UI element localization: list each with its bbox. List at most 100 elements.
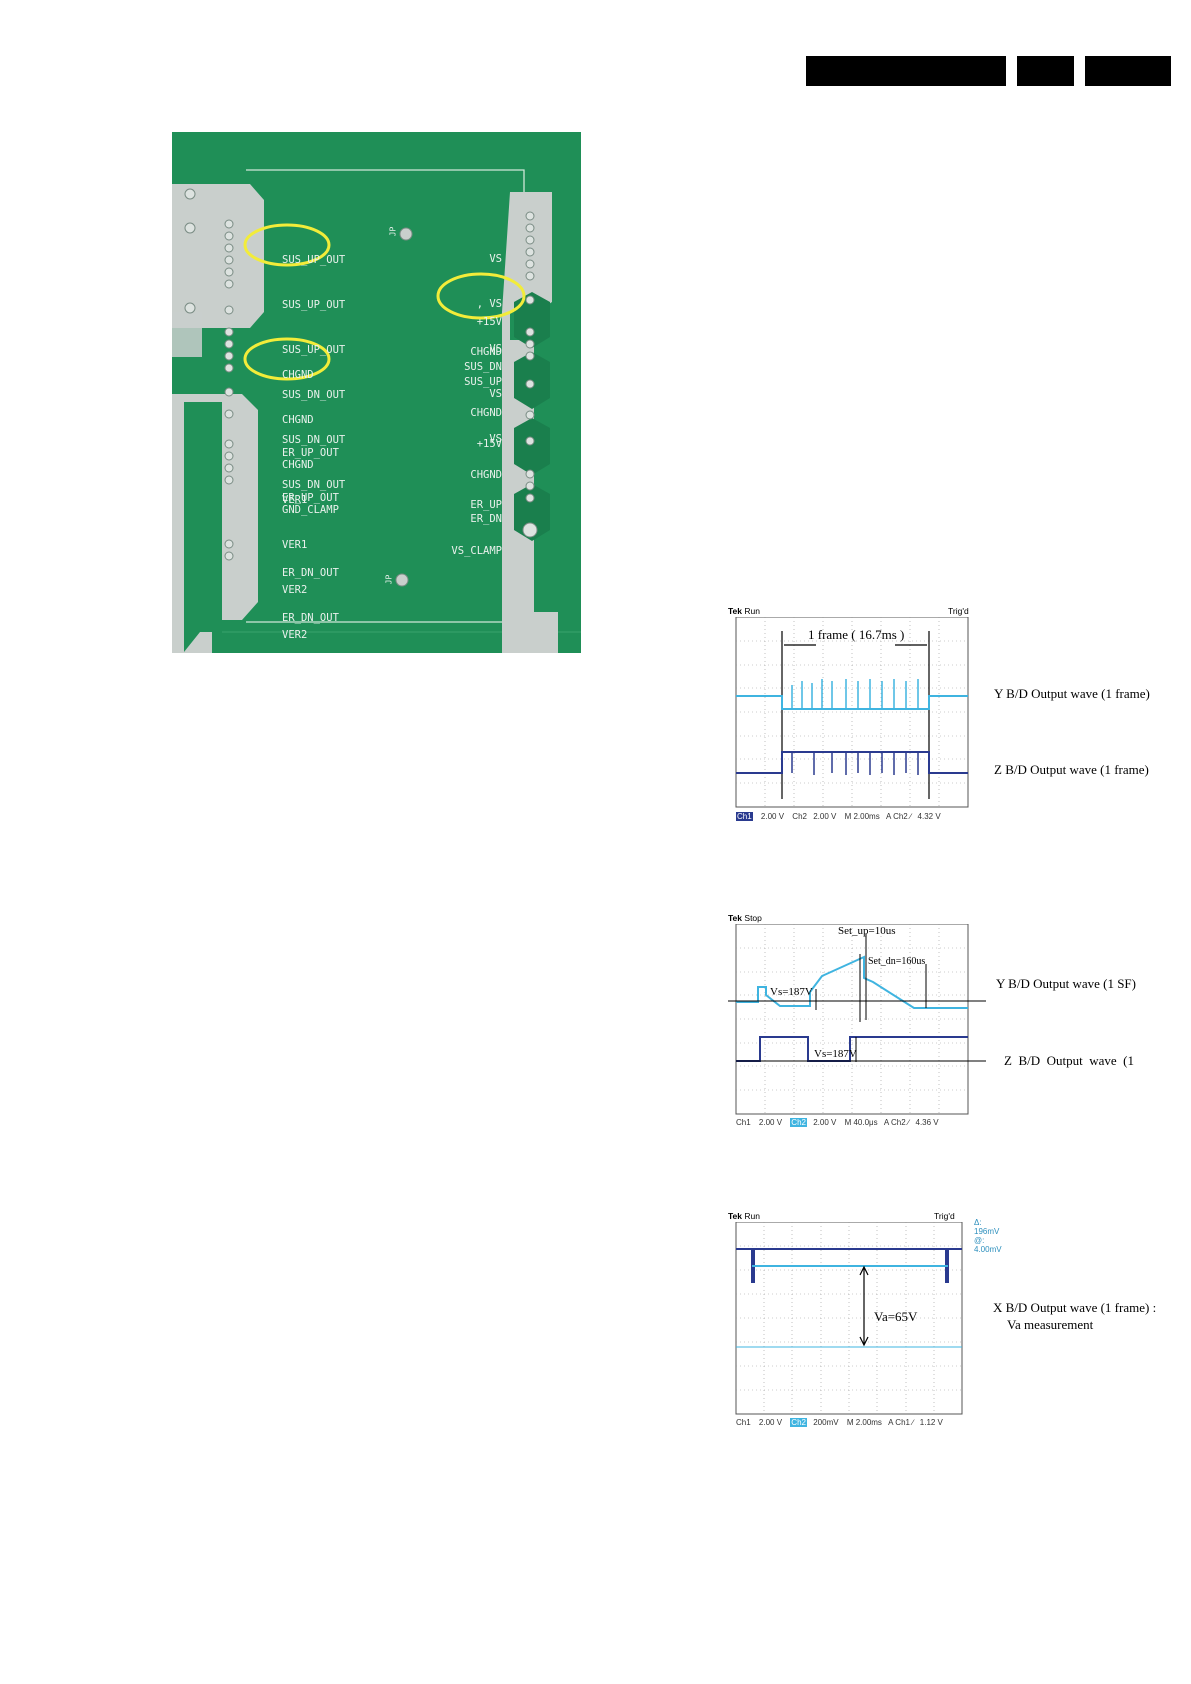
scope-2-vs-y-annotation: Vs=187V <box>770 986 813 998</box>
silk-er-up-group: ER_UP_OUT ER_UP_OUT <box>282 416 339 536</box>
scope-ch2-volts: 2.00 V <box>813 812 837 821</box>
cursor-at: @: 4.00mV <box>974 1236 1002 1254</box>
scope-ch1: Ch1 <box>736 812 753 821</box>
scope-1: Tek Run Trig'd <box>728 606 988 828</box>
scope-ch1-volts: 2.00 V <box>760 812 785 821</box>
silk-label: VER2 <box>282 629 308 641</box>
silk-ver-group: VER1 VER1 VER2 VER2 <box>282 463 307 653</box>
scope-level: 4.36 V <box>915 1118 939 1127</box>
cursor-delta: Δ: 196mV <box>974 1218 1000 1236</box>
silk-vs-group: VS , VS VS VS VS <box>462 222 502 477</box>
silk-er-up: ER_UP <box>470 499 502 511</box>
silk-label: ER_DN_OUT <box>282 612 339 624</box>
silk-label: VS <box>489 343 502 355</box>
scope-1-label-z: Z B/D Output wave (1 frame) <box>994 762 1149 777</box>
scope-level: 1.12 V <box>919 1418 943 1427</box>
silk-label: SUS_UP_OUT <box>282 299 346 311</box>
silk-label: ER_UP_OUT <box>282 447 339 459</box>
silk-jp-bottom: JP <box>384 574 394 585</box>
pcb-photo: SUS_UP_OUT SUS_UP_OUT SUS_UP_OUT SUS_DN_… <box>172 132 581 653</box>
silk-label: VER1 <box>282 494 308 506</box>
silk-jp-top: JP <box>388 226 398 237</box>
silk-label: CHGND <box>282 414 314 426</box>
scope-brand: Tek <box>728 1211 743 1221</box>
scope-3: Tek Run Trig'd Δ: 196mV @: 4.00mV Va=65V… <box>728 1211 1002 1433</box>
scope-1-screen <box>735 617 969 808</box>
scope-brand: Tek <box>728 913 743 923</box>
silk-sus-up: SUS_UP <box>464 376 502 388</box>
header-bar-3 <box>1085 56 1171 86</box>
scope-2-label-y: Y B/D Output wave (1 SF) <box>996 976 1136 991</box>
silk-label: VS <box>489 253 502 265</box>
scope-3-cursor: Δ: 196mV @: 4.00mV <box>974 1218 1002 1254</box>
scope-timebase: M 2.00ms <box>844 812 880 821</box>
scope-2-vs-z-annotation: Vs=187V <box>814 1048 857 1060</box>
silk-label: CHGND <box>282 369 314 381</box>
scope-2-screen <box>728 924 986 1115</box>
scope-2: Tek Stop Set_up=10us Set_dn=160us Vs=187… <box>728 913 988 1135</box>
silk-chgnd-c: CHGND <box>470 469 502 481</box>
scope-ch1-volts: 2.00 V <box>758 1418 783 1427</box>
scope-level: 4.32 V <box>917 812 941 821</box>
scope-3-va-annotation: Va=65V <box>874 1309 918 1324</box>
scope-ch2: Ch2 <box>790 1118 807 1127</box>
scope-ch2: Ch2 <box>792 812 807 821</box>
silk-label: ER_DN_OUT <box>282 567 339 579</box>
scope-state: Run <box>744 1211 760 1221</box>
silk-label: VS <box>489 433 502 445</box>
silk-sus-group: SUS_UP_OUT SUS_UP_OUT SUS_UP_OUT SUS_DN_… <box>282 223 345 523</box>
silk-label: VER1 <box>282 539 308 551</box>
scope-1-header: Tek Run Trig'd <box>728 606 978 616</box>
scope-ch1: Ch1 <box>736 1118 751 1127</box>
scope-2-header: Tek Stop <box>728 913 978 923</box>
scope-3-header: Tek Run Trig'd <box>728 1211 978 1221</box>
silk-sus-dn: SUS_DN <box>464 361 502 373</box>
scope-2-setdn-annotation: Set_dn=160us <box>868 956 926 967</box>
scope-1-label-y: Y B/D Output wave (1 frame) <box>994 686 1150 701</box>
silk-er-dn: ER_DN <box>470 513 502 525</box>
scope-trigger: A Ch2 ∕ <box>883 1118 910 1127</box>
scope-state: Stop <box>744 913 762 923</box>
scope-1-frame-annotation: 1 frame ( 16.7ms ) <box>808 627 905 642</box>
scope-ch2-volts: 200mV <box>813 1418 839 1427</box>
silk-label: ER_UP_OUT <box>282 492 339 504</box>
scope-2-label-z: Z B/D Output wave (1 <box>1004 1053 1134 1068</box>
silk-p15v-b: +15V <box>476 438 502 450</box>
silk-label: SUS_UP_OUT <box>282 254 346 266</box>
scope-state: Run <box>744 606 760 616</box>
pcb-artwork <box>172 169 581 653</box>
scope-trigger: A Ch1 ∕ <box>888 1418 914 1427</box>
scope-3-label-va: Va measurement <box>1007 1317 1094 1332</box>
scope-3-status: Ch1 2.00 V Ch2 200mV M 2.00ms A Ch1 ∕ 1.… <box>736 1418 976 1427</box>
silk-chgnd-a: CHGND <box>470 346 502 358</box>
scope-3-label-x: X B/D Output wave (1 frame) : <box>993 1300 1157 1315</box>
silk-label: SUS_DN_OUT <box>282 434 346 446</box>
header-bar-1 <box>806 56 1006 86</box>
silk-chgnd-group: CHGND CHGND CHGND GND_CLAMP <box>282 338 339 548</box>
scope-timebase: M 2.00ms <box>846 1418 882 1427</box>
scope-timebase: M 40.0μs <box>844 1118 878 1127</box>
scope-2-setup-annotation: Set_up=10us <box>838 925 896 937</box>
silk-label: , VS <box>476 298 502 310</box>
silk-label: VS <box>489 388 502 400</box>
scope-brand: Tek <box>728 606 743 616</box>
scope-ch2: Ch2 <box>790 1418 807 1427</box>
silk-chgnd-b: CHGND <box>470 407 502 419</box>
silk-vs-clamp: VS_CLAMP <box>451 545 502 557</box>
silk-er-dn-group: ER_DN_OUT ER_DN_OUT <box>282 536 339 653</box>
scope-2-status: Ch1 2.00 V Ch2 2.00 V M 40.0μs A Ch2 ∕ 4… <box>736 1118 981 1127</box>
scope-trigger: A Ch2 ∕ <box>885 812 912 821</box>
scope-trig: Trig'd <box>934 1211 955 1221</box>
scope-ch2-volts: 2.00 V <box>813 1118 837 1127</box>
silk-label: SUS_DN_OUT <box>282 479 346 491</box>
scope-ch1-volts: 2.00 V <box>758 1118 783 1127</box>
header-bar-2 <box>1017 56 1074 86</box>
silk-label: CHGND <box>282 459 314 471</box>
silk-label: GND_CLAMP <box>282 504 339 516</box>
silk-label: SUS_UP_OUT <box>282 344 346 356</box>
scope-1-status: Ch1 2.00 V Ch2 2.00 V M 2.00ms A Ch2 ∕ 4… <box>736 812 981 821</box>
scope-ch1: Ch1 <box>736 1418 751 1427</box>
silk-label: VER2 <box>282 584 308 596</box>
silk-p15v-a: +15V <box>476 316 502 328</box>
silk-label: SUS_DN_OUT <box>282 389 346 401</box>
